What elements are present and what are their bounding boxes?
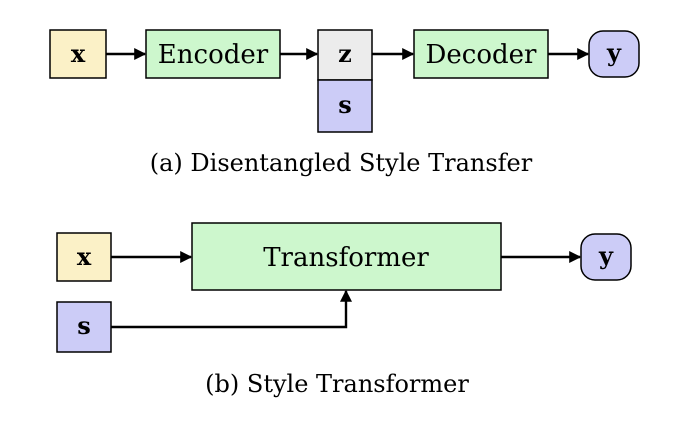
b-transformer-label: Transformer	[263, 243, 429, 273]
a-decoder-label: Decoder	[426, 40, 537, 70]
a-input-x-label: x	[71, 39, 86, 68]
a-decoder-box	[413, 29, 549, 79]
a-latent-z-box	[317, 29, 373, 81]
b-transformer-box	[191, 222, 502, 291]
b-style-s-node: s	[56, 301, 112, 353]
b-style-s-label: s	[77, 311, 91, 340]
a-input-x-node: x	[49, 29, 107, 79]
a-output-y-label: y	[606, 38, 622, 67]
b-arrow-s-to-transformer	[111, 289, 352, 329]
diagram-a: x Encoder z s Decoder y	[49, 29, 640, 177]
a-latent-z-label: z	[338, 39, 352, 68]
a-caption: (a) Disentangled Style Transfer	[150, 149, 533, 177]
b-input-x-node: x	[56, 232, 112, 282]
b-output-y-node: y	[580, 233, 632, 281]
a-style-s-box	[317, 79, 373, 133]
a-encoder-label: Encoder	[158, 40, 269, 70]
a-encoder-box	[145, 29, 281, 79]
b-style-s-box	[56, 301, 112, 353]
diagram-b: x Transformer s y (b) Style Transformer	[56, 222, 632, 398]
a-style-s-node: s	[317, 79, 373, 133]
b-caption: (b) Style Transformer	[205, 370, 469, 398]
a-output-y-node: y	[588, 30, 640, 78]
a-latent-z-node: z	[317, 29, 373, 81]
b-output-y-box	[580, 233, 632, 281]
a-style-s-label: s	[338, 90, 352, 119]
a-decoder-node: Decoder	[413, 29, 549, 79]
a-output-y-box	[588, 30, 640, 78]
b-input-x-label: x	[77, 242, 92, 271]
a-input-x-box	[49, 29, 107, 79]
a-encoder-node: Encoder	[145, 29, 281, 79]
b-transformer-node: Transformer	[191, 222, 502, 291]
b-output-y-label: y	[598, 241, 614, 270]
b-input-x-box	[56, 232, 112, 282]
